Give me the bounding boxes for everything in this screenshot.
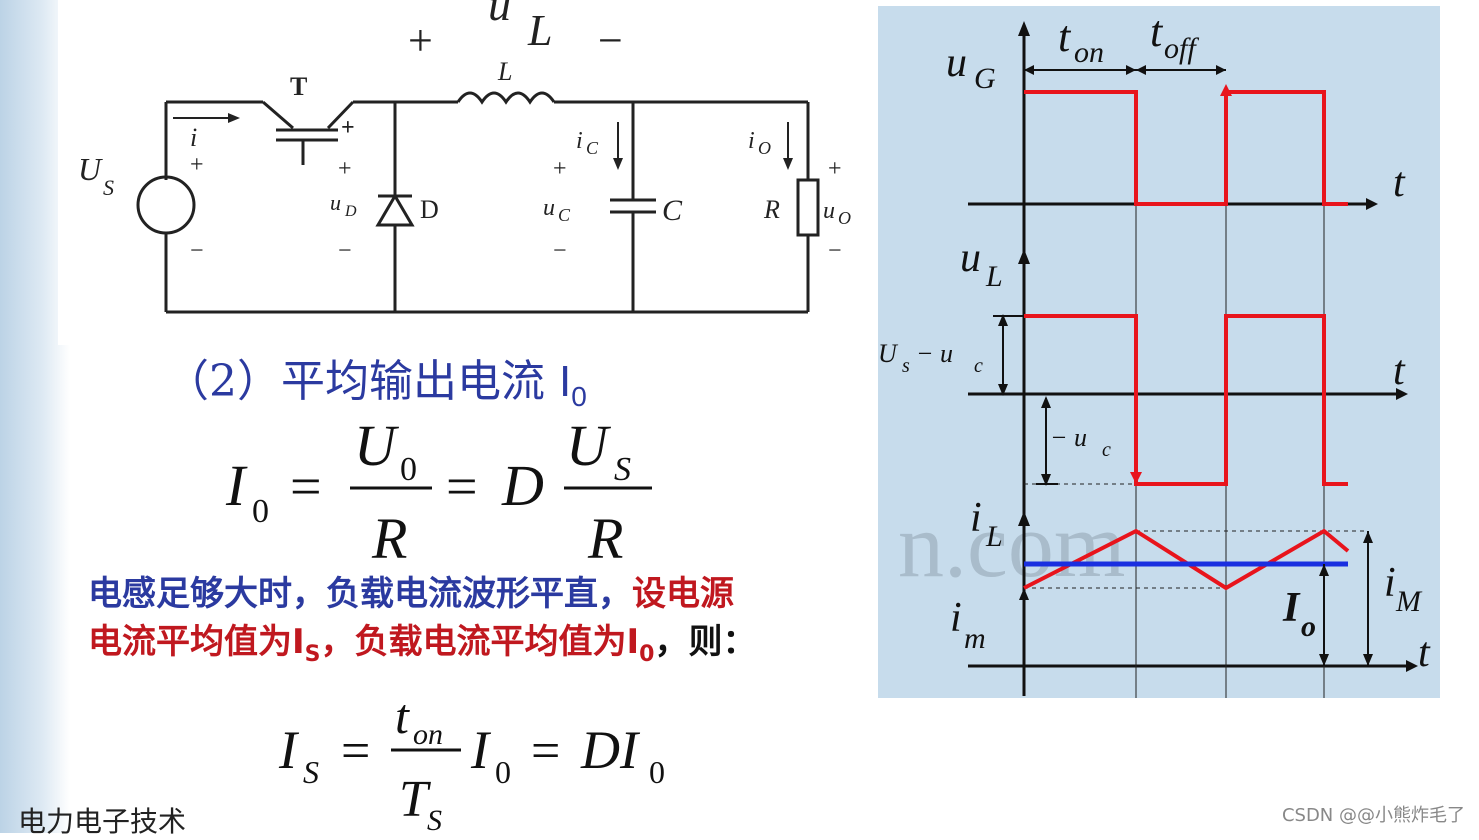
svg-text:−: − [338,238,352,264]
toff-label: t [1150,7,1164,56]
svg-text:DI: DI [580,720,641,780]
us-minus-uc-label: U [878,339,899,368]
svg-text:S: S [303,754,319,790]
svg-text:S: S [614,451,631,488]
svg-text:−: − [553,238,567,264]
svg-text:I: I [278,720,300,780]
svg-text:0: 0 [252,493,269,530]
neg-uc-label: − u [1050,423,1087,452]
svg-text:on: on [413,718,443,751]
output-voltage-label: u [823,198,835,224]
svg-text:0: 0 [649,754,665,790]
output-current-label: i [748,128,755,154]
source-voltage-label: U [78,151,103,187]
svg-text:I: I [470,720,492,780]
ton-label: t [1058,12,1072,61]
svg-text:off: off [1164,32,1199,65]
footer-course-title: 电力电子技术 [18,805,187,838]
svg-text:t: t [395,688,410,744]
diode-label: D [420,195,439,224]
svg-text:+: + [828,156,842,182]
svg-text:+: + [341,115,355,141]
formula-is: I S = t on T S I 0 = DI 0 [278,688,665,833]
svg-text:C: C [586,138,599,158]
svg-text:=: = [290,456,322,518]
formula-io: I 0 = U 0 R = D U S R [225,413,652,570]
svg-text:−: − [190,238,204,264]
svg-text:+: + [190,152,204,178]
svg-text:O: O [758,138,771,158]
source-current-label: i [190,123,197,152]
svg-text:D: D [501,453,544,518]
uL-label: u [488,0,511,30]
background-text: n.com [898,494,1125,596]
uG-label: u [946,40,967,86]
im-label: i [950,595,962,641]
capacitor-label: C [662,194,683,227]
uL-wave-label: u [960,235,981,281]
iL-label: i [970,495,982,541]
t-axis-label-2: t [1393,348,1406,394]
svg-text:I: I [225,453,248,518]
diode-voltage-label: u [330,190,341,215]
svg-text:U: U [354,413,400,478]
svg-text:S: S [427,804,442,833]
minus-sign: − [598,16,623,65]
svg-text:0: 0 [400,451,417,488]
svg-text:s: s [902,355,910,377]
svg-text:=: = [341,723,370,780]
svg-text:m: m [964,622,986,655]
capacitor-current-label: i [576,128,583,154]
plus-sign: + [408,16,433,65]
section-title: （2）平均输出电流 I0 [165,356,587,412]
svg-text:=: = [531,723,560,780]
svg-text:+: + [553,156,567,182]
svg-text:S: S [103,175,114,200]
uL-sub-label: L [527,6,552,55]
svg-text:− u: − u [916,339,953,368]
svg-text:T: T [399,771,431,828]
waveform-diagram: n.com [878,6,1440,698]
svg-text:U: U [566,413,612,478]
buck-circuit-diagram: + − u L L T + U S i + − u D D + − i C + … [58,0,868,345]
svg-text:G: G [974,62,996,95]
iM-label: i [1384,560,1396,606]
svg-text:R: R [371,506,407,570]
svg-text:L: L [985,260,1003,293]
inductor-label: L [497,57,512,86]
svg-text:C: C [558,205,571,225]
svg-text:D: D [344,203,357,220]
Io-label: I [1282,585,1301,631]
svg-text:+: + [338,156,352,182]
transistor-label: T [290,72,307,101]
svg-text:R: R [587,506,623,570]
svg-text:O: O [838,208,851,228]
t-axis-label-1: t [1393,160,1406,206]
svg-text:L: L [985,520,1003,553]
svg-text:c: c [1102,439,1111,461]
resistor-label: R [763,195,780,224]
svg-text:0: 0 [495,754,511,790]
svg-text:c: c [974,355,983,377]
svg-text:=: = [446,456,478,518]
svg-text:o: o [1301,610,1316,643]
svg-text:−: − [828,238,842,264]
watermark: CSDN @@小熊炸毛了 [1281,805,1465,826]
svg-text:on: on [1074,36,1104,69]
t-axis-label-3: t [1418,630,1431,676]
capacitor-voltage-label: u [543,195,555,221]
svg-text:M: M [1395,585,1423,618]
description-text: 电感足够大时，负载电流波形平直，设电源 电流平均值为IS，负载电流平均值为I0，… [88,574,757,667]
section-number: （2） [165,356,281,407]
section-title-text: 平均输出电流 [281,356,559,407]
